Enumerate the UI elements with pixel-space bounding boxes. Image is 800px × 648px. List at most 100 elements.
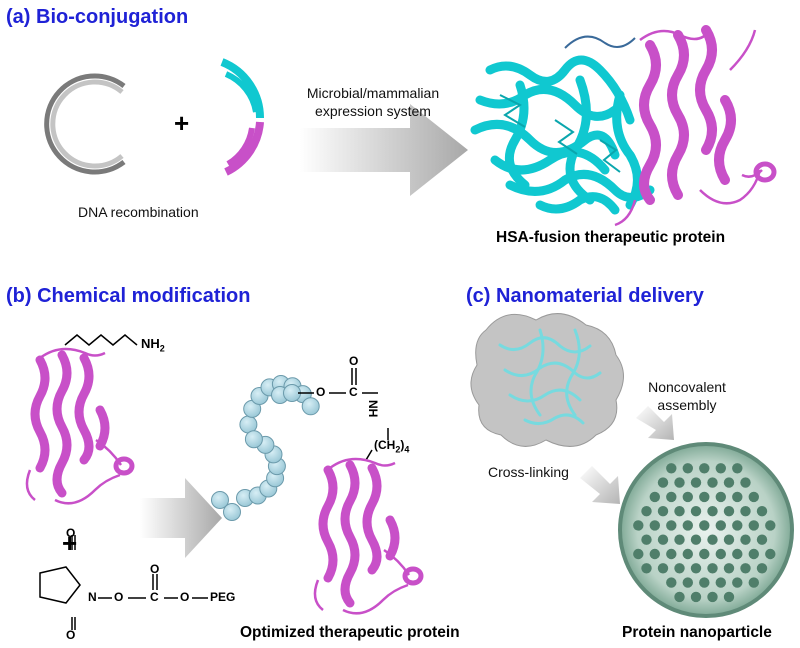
therapeutic-protein-icon [25, 347, 135, 505]
expression-arrow-icon [300, 104, 468, 196]
nanoparticle-pore [715, 577, 726, 588]
peg-chain-icon [211, 375, 320, 521]
peg-bead [301, 397, 320, 416]
succinimide-o-top: O [66, 526, 76, 540]
nanoparticle-pore [748, 577, 759, 588]
nanoparticle-pore [715, 463, 726, 474]
nanoparticle-pore [748, 548, 759, 560]
nanoparticle-pore [649, 520, 660, 531]
carbonyl-c-label: C [150, 590, 159, 604]
nanoparticle-pore [657, 563, 669, 574]
nanoparticle-pore [699, 463, 710, 474]
noncovalent-arrow-icon [636, 406, 674, 440]
nanoparticle-pore [699, 520, 710, 531]
nanoparticle-pore [723, 563, 735, 574]
nanoparticle-pore [657, 477, 669, 488]
nanoparticle-pore [682, 463, 693, 474]
nanoparticle-pore [715, 520, 726, 531]
o-link-2-label: O [180, 590, 190, 604]
panel-a-plus: + [174, 108, 190, 138]
lysine-side-chain-icon [64, 334, 138, 346]
dna-recombination-label: DNA recombination [78, 204, 199, 220]
expression-system-label: Microbial/mammalian expression system [283, 84, 463, 120]
nanoparticle-pore [666, 548, 677, 560]
succinimide-ring-icon [39, 535, 208, 630]
nanoparticle-pore [674, 477, 685, 488]
peg-label: PEG [210, 590, 236, 604]
nanoparticle-pore [707, 534, 718, 545]
nanoparticle-pore [666, 463, 677, 474]
nanoparticle-pore [682, 548, 693, 560]
nanoparticle-pore [732, 520, 743, 531]
dna-insert-icon [220, 58, 265, 176]
peg-bead [244, 430, 263, 449]
nanoparticle-pore [690, 506, 702, 517]
nanoparticle-pore [641, 534, 652, 545]
nh2-label: NH2 [141, 336, 165, 354]
optimized-protein-caption: Optimized therapeutic protein [240, 624, 460, 641]
nh2-main: NH [141, 336, 160, 351]
nanoparticle-pore [723, 591, 735, 603]
ch2-count: 4 [404, 444, 410, 455]
nanoparticle-pore [666, 577, 677, 588]
succinimide-o-bottom: O [66, 628, 76, 642]
nanoparticle-pore [641, 563, 652, 574]
nanoparticle-pore [690, 477, 702, 488]
ch2-open: (CH [374, 438, 396, 452]
noncovalent-label: Noncovalent assembly [642, 378, 732, 414]
crosslinking-label: Cross-linking [488, 464, 569, 480]
peg-bead [211, 491, 229, 509]
product-carbonyl-o-label: O [349, 354, 359, 368]
nanoparticle-pore [748, 491, 759, 503]
expression-label-line2: expression system [315, 103, 431, 119]
crosslinking-arrow-icon [580, 466, 620, 504]
noncovalent-line2: assembly [657, 397, 717, 413]
product-ch2-label: (CH2)4 [374, 438, 409, 454]
nanoparticle-pore [690, 534, 702, 545]
nanoparticle-pore [657, 534, 669, 545]
nanoparticle-pore [707, 563, 718, 574]
nanoparticle-pore [723, 534, 735, 545]
ch2-subscript: 2 [395, 444, 401, 455]
hsa-surface-icon [470, 313, 624, 447]
nanoparticle-pore [732, 463, 743, 474]
panel-b-heading: (b) Chemical modification [6, 285, 251, 307]
hsa-fusion-caption: HSA-fusion therapeutic protein [496, 229, 726, 246]
nanoparticle-pore [674, 506, 685, 517]
nanoparticle-pore [740, 477, 751, 488]
product-o-link-label: O [316, 385, 326, 399]
nanoparticle-pore [756, 534, 768, 545]
nanoparticle-pore [740, 506, 751, 517]
nanoparticle-pore [641, 506, 652, 517]
nanoparticle-pore [649, 548, 660, 560]
nanoparticle-pore [740, 563, 751, 574]
nanoparticle-pore [682, 577, 693, 588]
peg-linker-bonds-icon [298, 368, 389, 461]
panel-a-heading: (a) Bio-conjugation [6, 6, 189, 28]
nanoparticle-pore [690, 591, 702, 603]
nanoparticle-pore [715, 491, 726, 503]
nanoparticle-pore [674, 534, 685, 545]
nanoparticle-pore [715, 548, 726, 560]
product-c-label: C [349, 385, 358, 399]
panel-b-plus: + [62, 528, 78, 558]
pegylated-protein-icon [313, 457, 424, 615]
nanoparticle-pore [723, 506, 735, 517]
nanoparticle-pore [699, 577, 710, 588]
peg-bead [283, 384, 301, 402]
nanoparticle-pore [765, 548, 776, 560]
panel-c-heading: (c) Nanomaterial delivery [466, 285, 704, 307]
nanoparticle-pore [633, 548, 644, 560]
nanoparticle-pore [699, 491, 710, 503]
nanoparticle-pore [707, 506, 718, 517]
nanoparticle-pore [756, 563, 768, 574]
noncovalent-line1: Noncovalent [648, 379, 726, 395]
peg-bead [223, 503, 241, 521]
nanoparticle-pore [707, 477, 718, 488]
nanoparticle-pore [649, 491, 660, 503]
nanoparticle-pore [674, 591, 685, 603]
nanoparticle-pore [666, 520, 677, 531]
nanoparticle-pore [740, 534, 751, 545]
nanoparticle-pore [748, 520, 759, 531]
